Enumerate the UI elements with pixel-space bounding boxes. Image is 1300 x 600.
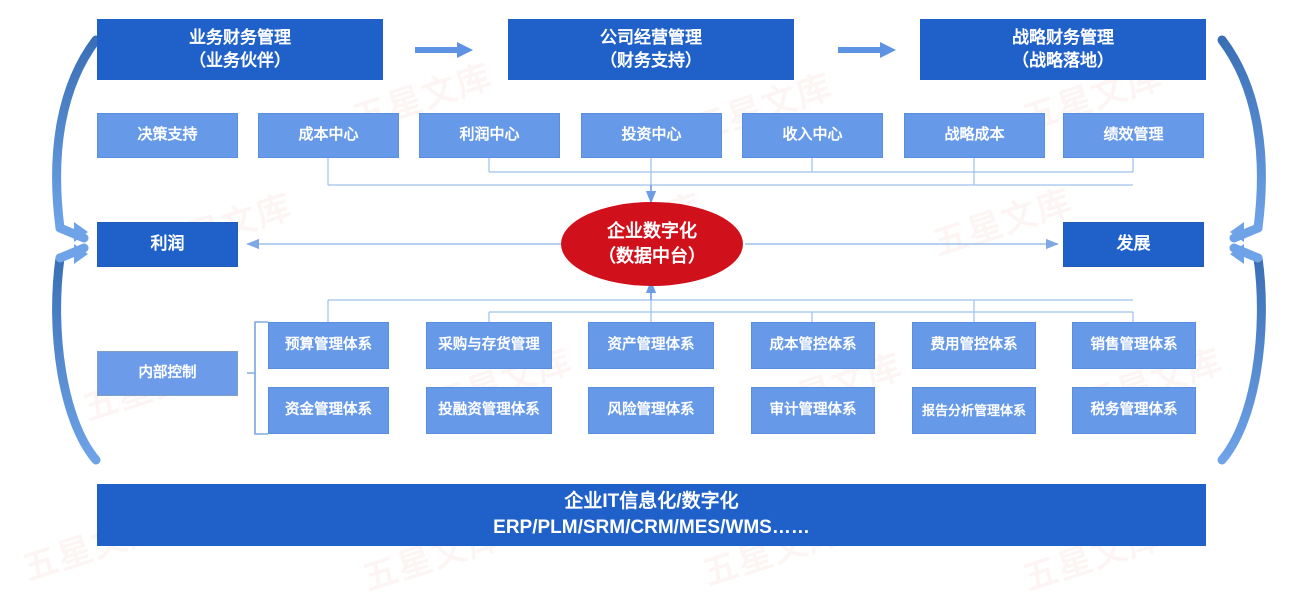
right-arrow-icon bbox=[838, 42, 896, 58]
header-box-3-line2: （战略落地） bbox=[1012, 50, 1114, 70]
row2-item-3[interactable]: 收入中心 bbox=[742, 113, 883, 158]
central-hub[interactable]: 企业数字化 （数据中台） bbox=[561, 202, 743, 286]
left-outcome-box[interactable]: 利润 bbox=[97, 222, 238, 267]
system-box-r1-c3[interactable]: 资产管理体系 bbox=[588, 322, 714, 369]
header-box-3[interactable]: 战略财务管理 （战略落地） bbox=[920, 19, 1206, 80]
watermark: 五星文库 bbox=[928, 182, 1078, 264]
right-outcome-box[interactable]: 发展 bbox=[1063, 222, 1204, 267]
footer-banner[interactable]: 企业IT信息化/数字化 ERP/PLM/SRM/CRM/MES/WMS…… bbox=[97, 484, 1206, 546]
system-box-r1-c1[interactable]: 预算管理体系 bbox=[268, 322, 389, 369]
row2-item-1[interactable]: 利润中心 bbox=[419, 113, 560, 158]
right-arrow-icon bbox=[240, 128, 259, 141]
row2-item-decision-support[interactable]: 决策支持 bbox=[97, 113, 238, 158]
footer-line1: 企业IT信息化/数字化 bbox=[564, 491, 739, 513]
header-box-2-line2: （财务支持） bbox=[600, 50, 702, 70]
header-box-1[interactable]: 业务财务管理 （业务伙伴） bbox=[97, 19, 383, 80]
system-box-r1-c4[interactable]: 成本管控体系 bbox=[751, 322, 875, 369]
system-box-r2-c2[interactable]: 投融资管理体系 bbox=[426, 387, 552, 434]
system-box-r1-c5[interactable]: 费用管控体系 bbox=[912, 322, 1036, 369]
system-box-r2-c5[interactable]: 报告分析管理体系 bbox=[912, 387, 1036, 434]
row2-item-2[interactable]: 投资中心 bbox=[581, 113, 722, 158]
row2-item-4[interactable]: 战略成本 bbox=[904, 113, 1045, 158]
header-box-2[interactable]: 公司经营管理 （财务支持） bbox=[508, 19, 794, 80]
system-box-r2-c4[interactable]: 审计管理体系 bbox=[751, 387, 875, 434]
footer-line2: ERP/PLM/SRM/CRM/MES/WMS…… bbox=[493, 517, 810, 538]
system-box-r2-c3[interactable]: 风险管理体系 bbox=[588, 387, 714, 434]
central-hub-line2: （数据中台） bbox=[598, 246, 706, 266]
right-arrow-icon bbox=[415, 42, 473, 58]
row2-item-0[interactable]: 成本中心 bbox=[258, 113, 399, 158]
header-box-1-line1: 业务财务管理 bbox=[189, 27, 291, 47]
row2-item-5[interactable]: 绩效管理 bbox=[1063, 113, 1204, 158]
header-box-3-line1: 战略财务管理 bbox=[1012, 27, 1114, 47]
internal-control-box[interactable]: 内部控制 bbox=[97, 351, 238, 396]
header-box-1-line2: （业务伙伴） bbox=[189, 50, 291, 70]
header-box-2-line1: 公司经营管理 bbox=[600, 27, 702, 47]
system-box-r2-c6[interactable]: 税务管理体系 bbox=[1072, 387, 1196, 434]
system-box-r1-c2[interactable]: 采购与存货管理 bbox=[426, 322, 552, 369]
central-hub-line1: 企业数字化 bbox=[607, 220, 697, 241]
system-box-r2-c1[interactable]: 资金管理体系 bbox=[268, 387, 389, 434]
system-box-r1-c6[interactable]: 销售管理体系 bbox=[1072, 322, 1196, 369]
